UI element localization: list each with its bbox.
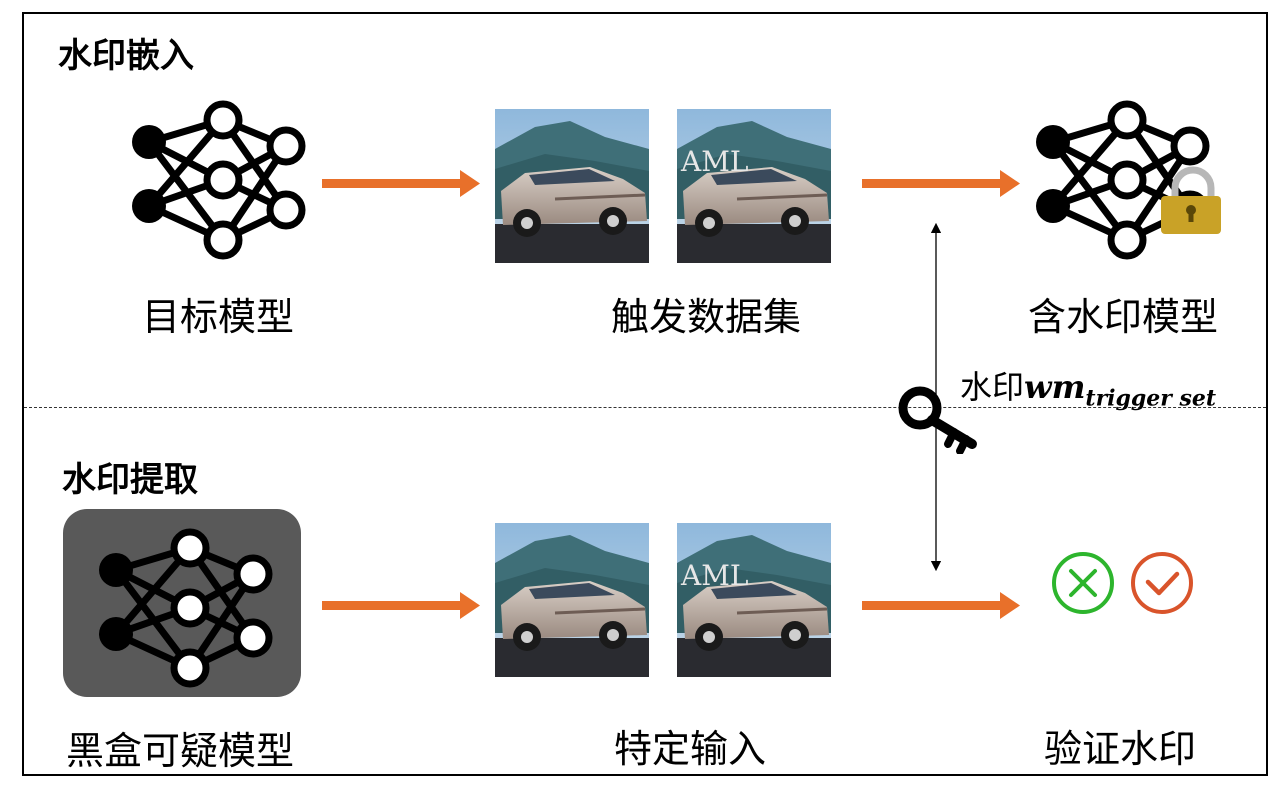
embed-arrow-1 xyxy=(322,170,480,197)
trigger-image-clean xyxy=(495,109,649,263)
extract-arrow-1 xyxy=(322,592,480,619)
lock-icon xyxy=(1161,166,1221,234)
aml-watermark-text-2: AML xyxy=(680,559,748,592)
watermark-symbol: wm xyxy=(1024,368,1086,406)
embed-arrow-2 xyxy=(862,170,1020,197)
watermark-key-label: 水印wmtrigger set xyxy=(960,362,1216,411)
trigger-set-label: 触发数据集 xyxy=(610,295,802,339)
extract-section-title: 水印提取 xyxy=(62,460,198,500)
check-circle-icon xyxy=(1131,552,1193,614)
query-image-marked: AML xyxy=(677,523,831,677)
trigger-image-marked: AML xyxy=(677,109,831,263)
suspect-model-network-icon xyxy=(96,528,276,690)
verify-watermark-label: 验证水印 xyxy=(1043,727,1197,771)
suspect-model-label: 黑盒可疑模型 xyxy=(65,729,295,773)
specific-input-label: 特定输入 xyxy=(613,727,767,771)
watermark-prefix: 水印 xyxy=(960,368,1025,406)
verification-result-icons xyxy=(1052,552,1193,614)
watermarked-model-network-icon xyxy=(1033,100,1221,262)
cross-circle-icon xyxy=(1052,552,1114,614)
target-model-label: 目标模型 xyxy=(141,295,295,339)
watermarked-model-label: 含水印模型 xyxy=(1027,295,1219,339)
diagram-frame xyxy=(22,12,1268,776)
target-model-network-icon xyxy=(129,100,309,262)
query-image-clean xyxy=(495,523,649,677)
section-divider xyxy=(24,407,1266,408)
extract-arrow-2 xyxy=(862,592,1020,619)
key-icon xyxy=(898,386,977,454)
watermark-subscript: trigger set xyxy=(1085,385,1217,412)
aml-watermark-text: AML xyxy=(680,145,748,178)
embed-section-title: 水印嵌入 xyxy=(58,36,194,76)
